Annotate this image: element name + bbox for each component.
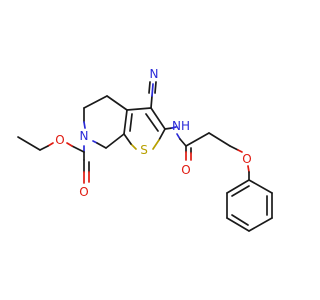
bond-oeth-ph: [247, 165, 250, 173]
bond-ch2a-ch2b: [208, 132, 231, 147]
bond-nitrile-triple-a: [148, 81, 151, 94]
bond-o-ch2-b: [39, 145, 49, 151]
bond-ch2b-oeth-b: [237, 149, 243, 153]
bond-s-c7a: [130, 143, 137, 150]
bond-c2-nh-b: [171, 126, 177, 129]
atom-amide-nh: NH: [172, 119, 190, 133]
structure-canvas: N S N NH O O O O: [17, 67, 273, 232]
bond-ph-1: [248, 179, 273, 194]
bond-cam-ch2a: [185, 132, 210, 147]
bond-c7-c7a: [105, 133, 125, 149]
bond-cc-o-link: [71, 145, 85, 153]
bond-ph-4-inner: [231, 214, 249, 226]
atom-amide-o: O: [181, 163, 190, 177]
bond-c2-s: [158, 128, 166, 141]
bond-ch2b-oeth: [229, 145, 239, 151]
bond-ph-4: [226, 217, 250, 232]
bond-s-c7a-b: [123, 133, 132, 145]
bond-c3-cn-b: [151, 83, 154, 97]
bond-c3-c2: [150, 107, 166, 130]
bond-nh-cam: [176, 133, 181, 140]
atom-ester-carbonyl-o: O: [79, 185, 88, 199]
bond-nh-cam-b: [179, 138, 187, 147]
bond-nitrile-triple-b: [154, 81, 157, 94]
bond-ph-6: [226, 179, 250, 194]
bond-ch2-ch3: [17, 136, 41, 151]
atom-nitrile-n: N: [150, 67, 159, 81]
molecule-structure: N S N NH O O O O: [17, 67, 273, 232]
bond-c7a-c3a-inner: [129, 113, 133, 132]
bond-cc-o-link-b: [66, 142, 73, 147]
bond-ph-3: [248, 217, 273, 232]
bond-ph-6-inner: [231, 185, 250, 197]
bond-c7a-c3a: [123, 109, 128, 135]
bonds: [17, 81, 273, 232]
bond-n6-c7-b: [96, 142, 107, 149]
bond-c3-cn: [150, 95, 153, 109]
bond-c5-n6-b: [83, 121, 86, 129]
bond-o-ch2: [47, 142, 54, 147]
bond-c4-c5: [83, 95, 108, 109]
atom-thiophene-s: S: [140, 143, 148, 157]
bond-c3-c2-inner: [145, 113, 159, 132]
bond-c3a-c3: [126, 107, 152, 111]
atom-ring-n: N: [80, 129, 89, 143]
atom-labels: N S N NH O O O O: [55, 67, 251, 199]
bond-c2-nh: [164, 127, 173, 130]
atom-ether-o: O: [242, 152, 251, 166]
bond-c3a-c4: [106, 95, 128, 111]
bond-c2-s-b: [152, 139, 160, 150]
atom-ester-link-o: O: [55, 133, 64, 147]
